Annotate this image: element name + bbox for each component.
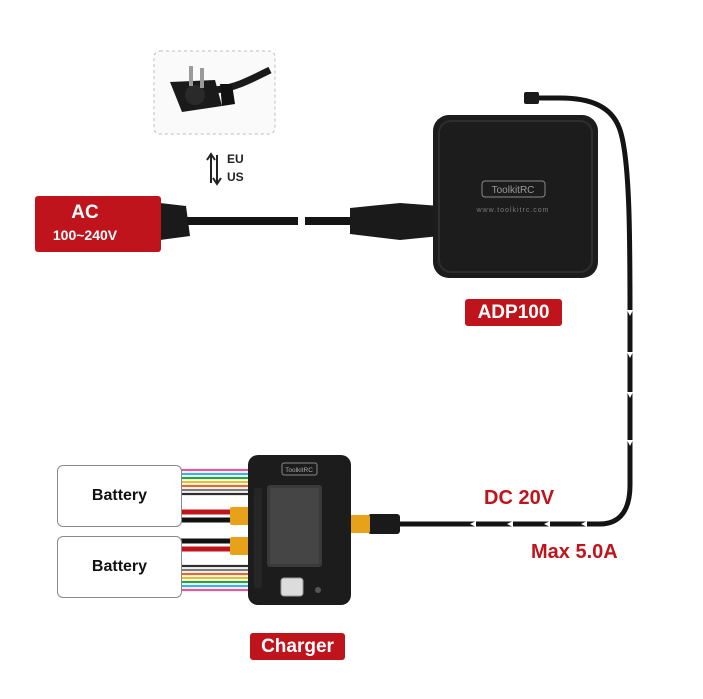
charger-brand-text: ToolkitRC [285,467,313,474]
xt60-connector [346,514,400,534]
battery-top: Battery [57,465,182,527]
ac-title: AC [71,202,99,223]
adapter-brand-text: ToolkitRC [492,185,535,196]
battery-top-leads [181,468,250,523]
ac-input-label: AC 100~240V [35,196,135,252]
dc-output-cable [398,95,633,527]
plug-option-eu: EU [227,152,244,166]
plug-option-us: US [227,170,244,184]
charger-label: Charger [250,633,345,660]
iec-connector [350,203,440,240]
ac-range: 100~240V [52,227,118,243]
adapter-brand-badge [481,180,546,198]
output-current: Max 5.0A [531,541,618,563]
battery-bottom-leads [181,538,250,592]
swap-arrows-icon [206,152,222,186]
charger-knob [280,577,304,597]
output-voltage: DC 20V [484,487,555,509]
ac-plug-panel [135,196,161,252]
direction-arrows [470,310,633,527]
eu-plug-icon [170,66,272,112]
adapter-url-text: www.toolkitrc.com [475,207,549,214]
battery-bottom: Battery [57,536,182,598]
adapter-label: ADP100 [465,299,562,326]
